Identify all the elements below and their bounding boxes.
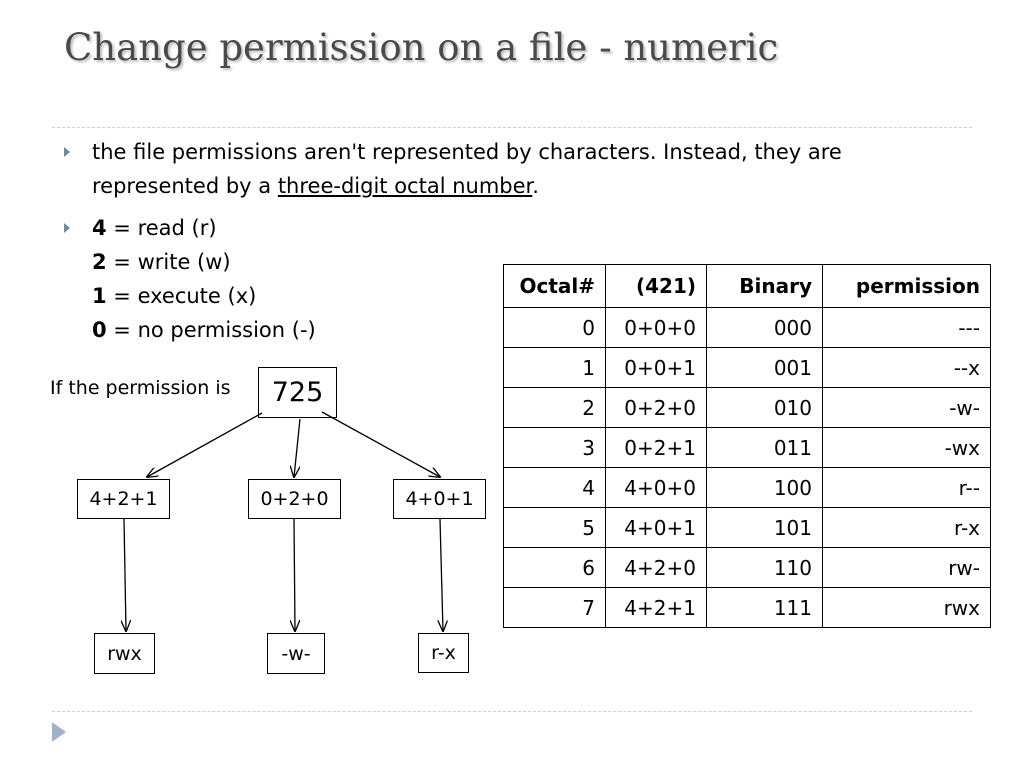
header-permission: permission [822,264,991,308]
table-header-row: Octal# (421) Binary permission [503,264,991,308]
table-cell: 111 [706,587,823,628]
table-cell: 4+2+0 [605,547,707,588]
owner-result-box: rwx [94,633,155,674]
group-sum-box: 0+2+0 [248,479,341,519]
table-cell: r-x [822,507,991,548]
next-slide-icon[interactable] [52,722,66,742]
bullet-2: 4 = read (r) 2 = write (w) 1 = execute (… [92,211,316,347]
bullet-arrow-icon [64,147,70,157]
table-cell: 0+2+1 [605,427,707,468]
other-sum-box: 4+0+1 [393,479,486,519]
table-cell: 0+0+0 [605,307,707,348]
table-cell: 4+0+1 [605,507,707,548]
arrow-group-to-result [294,518,295,631]
arrow-other-to-result [440,518,443,631]
table-cell: 011 [706,427,823,468]
other-result-box: r-x [418,633,469,673]
table-cell: 4 [503,467,606,508]
table-cell: 0+2+0 [605,387,707,428]
arrow-725-to-group [294,418,301,477]
table-cell: 4+0+0 [605,467,707,508]
page-title: Change permission on a file - numeric [64,26,779,69]
owner-sum-box: 4+2+1 [77,479,170,519]
mapping-read: 4 = read (r) [92,216,217,240]
mapping-none: 0 = no permission (-) [92,318,316,342]
mapping-execute: 1 = execute (x) [92,284,257,308]
table-cell: 100 [706,467,823,508]
bullet-1-line-1: the file permissions aren't represented … [92,140,842,164]
arrow-owner-to-result [124,518,126,631]
table-cell: 4+2+1 [605,587,707,628]
group-result-box: -w- [267,633,325,674]
table-cell: 2 [503,387,606,428]
table-cell: rw- [822,547,991,588]
bullet-arrow-icon [64,223,70,233]
table-cell: 000 [706,307,823,348]
table-cell: -wx [822,427,991,468]
bullet-1: the file permissions aren't represented … [92,135,972,203]
table-cell: 0 [503,307,606,348]
top-divider [52,127,972,128]
table-cell: 001 [706,347,823,388]
table-cell: --x [822,347,991,388]
table-cell: 010 [706,387,823,428]
table-cell: 110 [706,547,823,588]
table-cell: 6 [503,547,606,588]
table-cell: 5 [503,507,606,548]
table-cell: 3 [503,427,606,468]
octal-number-link: three-digit octal number [277,174,533,198]
mapping-write: 2 = write (w) [92,250,231,274]
bottom-divider [52,711,972,712]
header-octal: Octal# [503,264,606,308]
header-421: (421) [605,264,707,308]
arrow-725-to-owner [147,412,263,477]
diagram-label: If the permission is [50,377,231,399]
table-cell: rwx [822,587,991,628]
bullet-1-text: represented by a [92,174,278,198]
table-cell: 101 [706,507,823,548]
bullet-1-period: . [532,174,539,198]
table-cell: 7 [503,587,606,628]
arrow-725-to-other [321,411,440,477]
bullet-1-line-2: represented by a three-digit octal numbe… [92,169,972,203]
permission-value-box: 725 [258,367,337,418]
table-cell: 1 [503,347,606,388]
table-cell: 0+0+1 [605,347,707,388]
header-binary: Binary [706,264,823,308]
table-cell: r-- [822,467,991,508]
table-cell: -w- [822,387,991,428]
table-cell: --- [822,307,991,348]
